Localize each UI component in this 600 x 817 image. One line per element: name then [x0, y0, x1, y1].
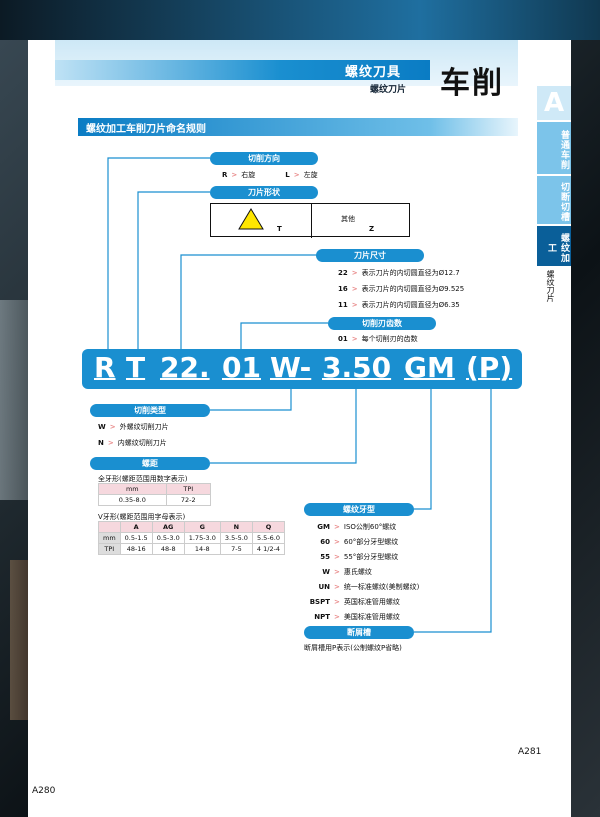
- thread-row: W>惠氏螺纹: [322, 568, 372, 576]
- size-row: 11>表示刀片的内切圆直径为Ø6.35: [338, 301, 460, 309]
- header-bar: [55, 60, 430, 80]
- code-token: GM: [404, 351, 455, 384]
- cut-type-row: W>外螺纹切削刀片: [98, 423, 169, 431]
- page-corner: [28, 770, 235, 817]
- label-thread: 螺纹牙型: [304, 503, 414, 516]
- label-size: 刀片尺寸: [316, 249, 424, 262]
- teeth-row: 01>每个切削刃的齿数: [338, 335, 418, 343]
- header-big-title: 车削: [440, 66, 504, 101]
- side-tab-grooving[interactable]: 切断切槽: [537, 176, 571, 224]
- label-shape: 刀片形状: [210, 186, 318, 199]
- code-token: T: [126, 351, 146, 384]
- chipbreaker-text: 断屑槽用P表示(公制螺纹P省略): [304, 644, 402, 652]
- section-bar: 螺纹加工车削刀片命名规则: [78, 118, 518, 136]
- code-token: W-: [270, 351, 312, 384]
- code-token: R: [94, 351, 116, 384]
- side-tab-general[interactable]: 普通车削: [537, 122, 571, 174]
- label-pitch: 螺距: [90, 457, 210, 470]
- section-title: 螺纹加工车削刀片命名规则: [86, 124, 206, 135]
- label-cut-type: 切削类型: [90, 404, 210, 417]
- code-token: 3.50: [322, 351, 392, 384]
- page-number-left: A280: [32, 786, 56, 796]
- shape-other-text: 其他: [341, 215, 355, 223]
- thread-row: UN>统一标准螺纹(美制螺纹): [318, 583, 420, 591]
- label-chipbreaker: 断屑槽: [304, 626, 414, 639]
- header-subtitle: 螺纹刀片: [370, 85, 407, 95]
- pitch-v-note: V牙形(螺距范围用字母表示): [98, 513, 186, 521]
- shape-t-key: T: [277, 225, 282, 233]
- thread-row: BSPT>英国标准管用螺纹: [309, 598, 400, 606]
- shape-box: T 其他 Z: [210, 203, 410, 238]
- cut-type-row: N>内螺纹切削刀片: [98, 439, 167, 447]
- thread-row: 60>60°部分牙型螺纹: [320, 538, 399, 546]
- code-token: 22.: [160, 351, 210, 384]
- shape-z-key: Z: [369, 225, 375, 233]
- code-token: (P): [466, 351, 513, 384]
- triangle-insert-icon: [238, 208, 264, 230]
- side-letter: A: [537, 86, 571, 120]
- pitch-full-note: 全牙形(螺距范围用数字表示): [98, 475, 188, 483]
- thread-row: 55>55°部分牙型螺纹: [320, 553, 399, 561]
- page-number-right: A281: [518, 747, 542, 757]
- label-direction: 切削方向: [210, 152, 318, 165]
- label-teeth: 切削刃齿数: [328, 317, 436, 330]
- thread-row: NPT>美国标准管用螺纹: [314, 613, 400, 621]
- thread-row: GM>ISO公制60°螺纹: [317, 523, 397, 531]
- side-tab-threading[interactable]: 螺纹加工: [537, 226, 571, 266]
- side-sub-label: 螺纹刀片: [546, 270, 555, 302]
- code-banner: [82, 349, 522, 389]
- header-title: 螺纹刀具: [345, 65, 402, 80]
- size-row: 22>表示刀片的内切圆直径为Ø12.7: [338, 269, 460, 277]
- size-row: 16>表示刀片的内切圆直径为Ø9.525: [338, 285, 465, 293]
- code-token: 01: [222, 351, 261, 384]
